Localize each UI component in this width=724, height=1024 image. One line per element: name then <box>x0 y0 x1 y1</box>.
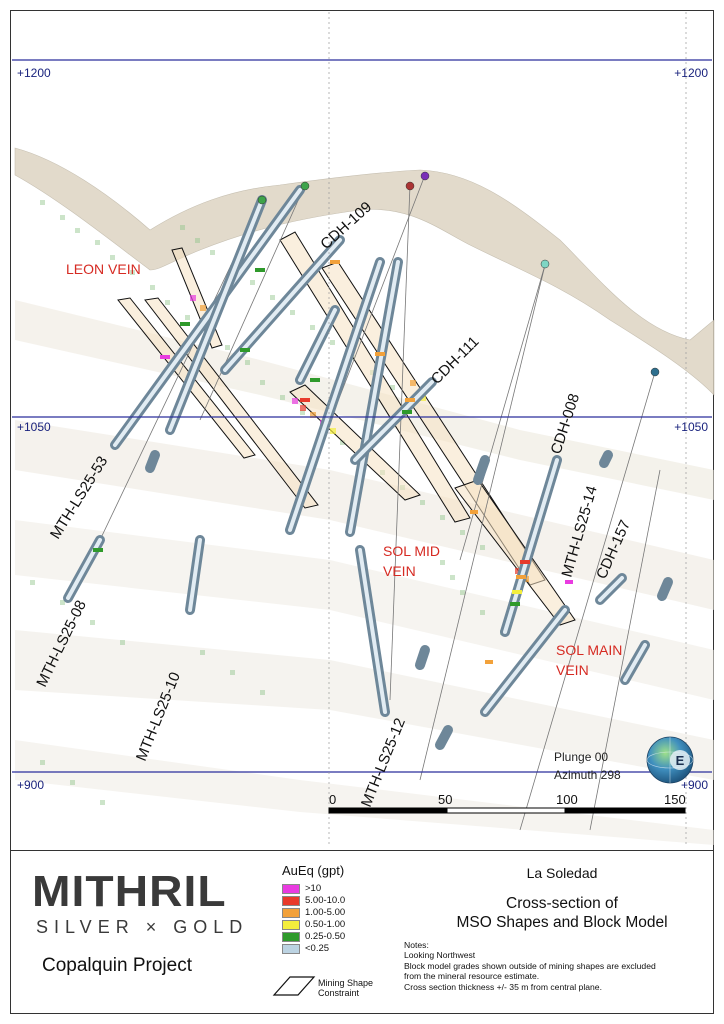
company-logo-subtitle: SILVER × GOLD <box>36 917 249 937</box>
legend-label: 1.00-5.00 <box>305 907 346 918</box>
legend-swatch <box>282 895 300 906</box>
notes-heading: Notes: <box>404 940 429 950</box>
cross-section: +1200 +1200 +1050 +1050 +900 +900 CDH-10… <box>12 12 715 845</box>
project-name: Copalquin Project <box>42 955 192 976</box>
mining-shape-label-1: Mining Shape <box>318 978 374 988</box>
legend-label: >10 <box>305 883 322 894</box>
mining-shape-label: Mining Shape Constraint <box>318 978 373 998</box>
legend-swatch <box>282 907 300 918</box>
legend-item-025-05: 0.25-0.50 <box>282 931 345 942</box>
legend-item-gt10: >10 <box>282 883 321 894</box>
elev-900-left: +900 <box>17 778 44 792</box>
note-1: Looking Northwest <box>404 950 476 961</box>
legend-swatch <box>282 943 300 954</box>
azimuth-label: Azimuth 298 <box>554 768 621 782</box>
legend-item-5-10: 5.00-10.0 <box>282 895 345 906</box>
notes: Notes: Looking Northwest Block model gra… <box>404 940 710 992</box>
scale-tick-0: 0 <box>329 792 336 807</box>
legend-item-lt025: <0.25 <box>282 943 329 954</box>
elev-1050-right: +1050 <box>674 420 708 434</box>
note-4: Cross section thickness +/- 35 m from ce… <box>404 981 602 992</box>
legend-label: <0.25 <box>305 943 330 954</box>
section-title-2: MSO Shapes and Block Model <box>456 914 668 931</box>
elev-900-right: +900 <box>681 778 708 792</box>
scale-tick-150: 150 <box>664 792 686 807</box>
elevation-lines <box>12 59 712 773</box>
note-3: from the mineral resource estimate. <box>404 971 540 982</box>
assay-intervals <box>93 260 573 664</box>
label-cdh-111: CDH-111 <box>428 333 483 388</box>
legend-swatch <box>282 883 300 894</box>
surface-topography <box>14 147 715 396</box>
elev-1200-right: +1200 <box>674 66 708 80</box>
legend-title: AuEq (gpt) <box>282 863 345 878</box>
place-title: La Soledad <box>526 865 598 881</box>
orientation-globe-icon: E <box>646 736 694 784</box>
label-sol-main-1: SOL MAIN <box>556 642 622 658</box>
legend-label: 0.50-1.00 <box>305 919 346 930</box>
mining-shape-icon <box>272 976 316 996</box>
company-logo: MITHRIL <box>32 867 227 916</box>
legend-panel: MITHRIL SILVER × GOLD Copalquin Project … <box>10 850 714 1014</box>
elev-1050-left: +1050 <box>17 420 51 434</box>
scale-bar: 0 50 100 150 <box>328 792 686 814</box>
mining-shape-label-2: Constraint <box>318 988 360 998</box>
elev-1200-left: +1200 <box>17 66 51 80</box>
legend-item-05-1: 0.50-1.00 <box>282 919 345 930</box>
section-title-1: Cross-section of <box>506 895 618 912</box>
drill-collars <box>257 171 660 377</box>
legend-swatch <box>282 931 300 942</box>
gridlines-vertical <box>328 12 687 845</box>
legend-item-1-5: 1.00-5.00 <box>282 907 345 918</box>
compass-letter: E <box>676 753 685 768</box>
label-leon-vein: LEON VEIN <box>66 261 141 277</box>
note-2: Block model grades shown outside of mini… <box>404 960 656 971</box>
label-sol-mid-2: VEIN <box>383 563 416 579</box>
plunge-label: Plunge 00 <box>554 750 608 764</box>
scale-tick-50: 50 <box>438 792 452 807</box>
legend-swatch <box>282 919 300 930</box>
label-sol-mid-1: SOL MID <box>383 543 440 559</box>
legend-label: 0.25-0.50 <box>305 931 346 942</box>
drill-holes <box>63 185 673 750</box>
label-sol-main-2: VEIN <box>556 662 589 678</box>
map-frame <box>10 10 714 1014</box>
legend-label: 5.00-10.0 <box>305 895 346 906</box>
scale-tick-100: 100 <box>556 792 578 807</box>
